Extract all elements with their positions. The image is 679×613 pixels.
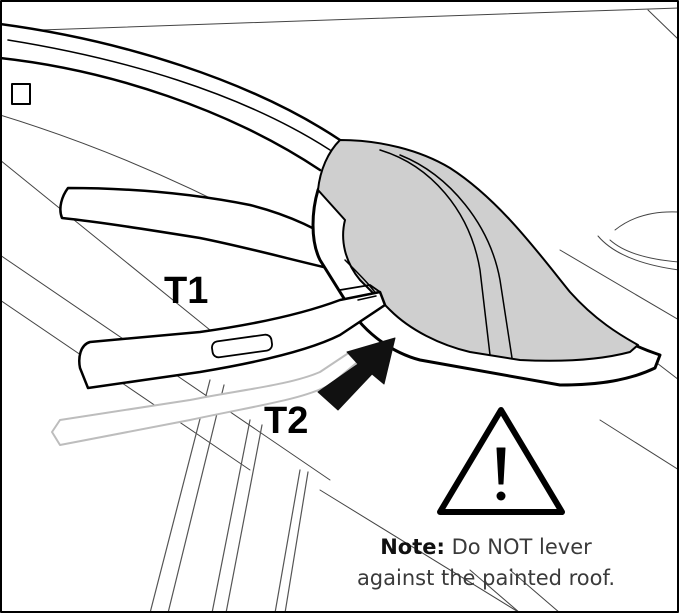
tool-t2-shape [78,284,387,390]
tool-t1-shape [59,186,352,274]
rail-foot-cover [311,139,662,387]
note-prefix: Note: [380,535,445,559]
warning-triangle-icon [437,407,565,515]
roof-rail [0,22,342,172]
door-pillar-lines [149,379,309,613]
roof-panel-lines [0,7,679,613]
note-line-1: Note: Do NOT lever [300,532,672,563]
tool-t1-label: T1 [164,270,209,312]
warning-note: Note: Do NOT lever against the painted r… [300,532,672,594]
push-arrow [317,337,396,411]
note-line-2: against the painted roof. [356,566,616,590]
tool-t2-label: T2 [264,400,309,442]
note-line-1-text: Do NOT lever [451,535,592,559]
